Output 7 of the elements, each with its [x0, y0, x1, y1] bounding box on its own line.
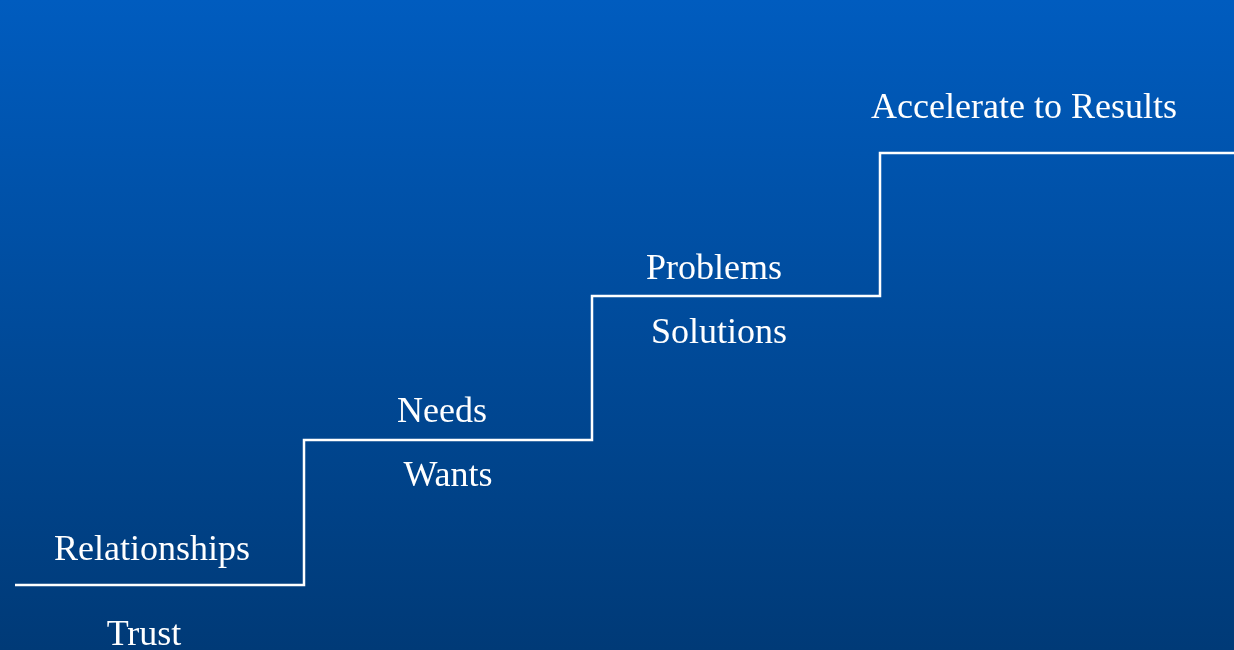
step-label: Trust: [106, 613, 182, 650]
step-label: Accelerate to Results: [871, 86, 1177, 126]
step-label: Needs: [397, 390, 487, 430]
step-label: Relationships: [54, 528, 250, 568]
step-label: Problems: [646, 247, 782, 287]
step-label: Solutions: [651, 311, 787, 351]
step-label: Wants: [403, 454, 493, 494]
